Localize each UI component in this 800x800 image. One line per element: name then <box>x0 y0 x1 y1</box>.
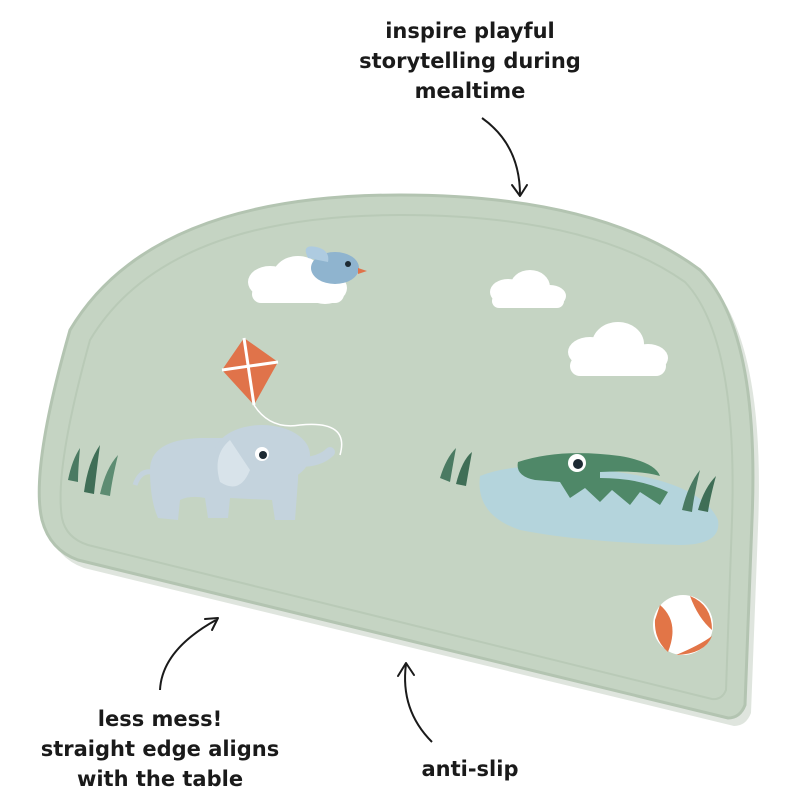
caption-line: straight edge aligns <box>40 737 280 761</box>
cloud-icon <box>490 270 566 308</box>
caption-line: with the table <box>76 767 244 791</box>
kite-icon <box>221 337 343 456</box>
caption-line: storytelling during <box>359 49 581 73</box>
arrow-icon <box>481 117 521 196</box>
caption-storytelling: inspire playful storytelling during meal… <box>300 16 640 106</box>
bird-icon <box>305 246 367 284</box>
caption-anti-slip: anti-slip <box>380 754 560 784</box>
arrow-icon <box>404 663 433 743</box>
arrow-icon <box>397 662 415 677</box>
caption-line: inspire playful <box>385 19 555 43</box>
placemat-rim <box>59 213 734 701</box>
placemat <box>37 193 755 720</box>
caption-line: anti-slip <box>421 757 519 781</box>
arrow-icon <box>204 617 219 631</box>
caption-line: mealtime <box>414 79 526 103</box>
arrow-icon <box>511 184 528 197</box>
elephant-icon <box>132 425 335 520</box>
caption-less-mess: less mess! straight edge aligns with the… <box>0 704 320 794</box>
ball-icon <box>653 595 713 655</box>
cloud-icon <box>568 322 668 376</box>
grass-icon <box>682 470 716 512</box>
grass-icon <box>440 448 472 486</box>
caption-line: less mess! <box>97 707 223 731</box>
arrow-icon <box>159 619 217 691</box>
crocodile-icon <box>479 453 719 545</box>
grass-icon <box>68 445 118 496</box>
cloud-icon <box>248 256 347 304</box>
